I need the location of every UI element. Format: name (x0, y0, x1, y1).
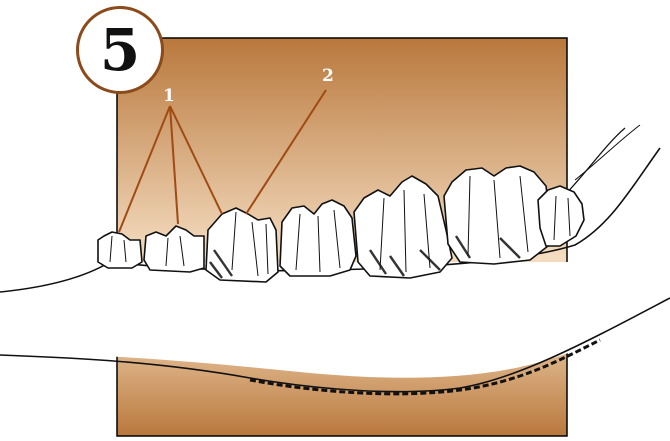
figure-number-badge: 5 (76, 6, 164, 94)
jaw-outline-right (560, 128, 625, 200)
tooth-molar-1 (280, 200, 356, 276)
jaw-outline-right-2 (575, 125, 640, 180)
callout-label-1: 1 (163, 86, 175, 106)
figure-number: 5 (100, 21, 140, 79)
tooth-molar-4 (538, 186, 584, 246)
callout-label-2: 2 (322, 66, 334, 86)
